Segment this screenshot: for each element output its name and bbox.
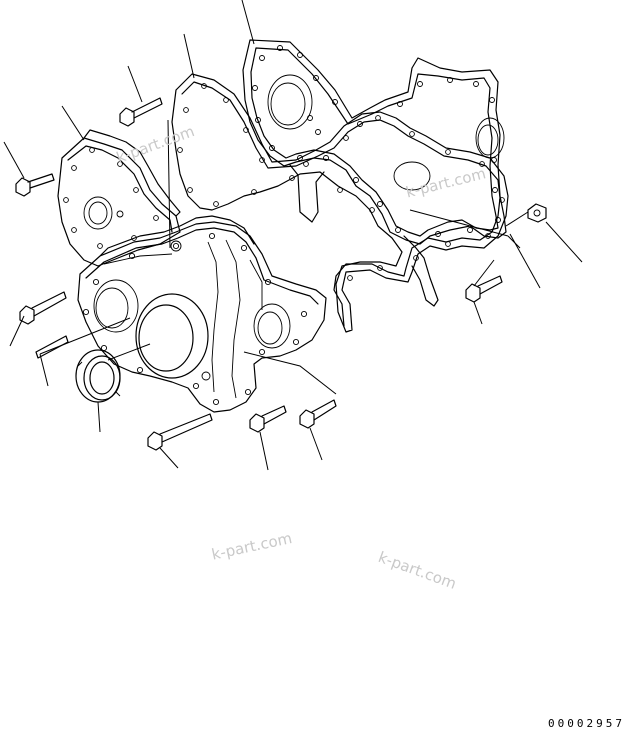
bolt-7 [465,275,503,303]
nut [527,203,547,223]
bolt-5 [249,405,287,433]
bolt-2 [15,173,55,197]
gear-case-gasket [242,39,507,307]
bolt-1 [119,97,163,127]
leader-lines [3,0,583,471]
stud [35,335,69,359]
drawing-number: 00002957 [548,717,625,730]
bolt-3 [19,291,67,325]
cover-gasket [171,73,509,333]
bolt-4 [147,413,213,451]
bolt-6 [299,399,337,429]
front-cover-casting [77,215,327,413]
bolts [15,97,547,451]
